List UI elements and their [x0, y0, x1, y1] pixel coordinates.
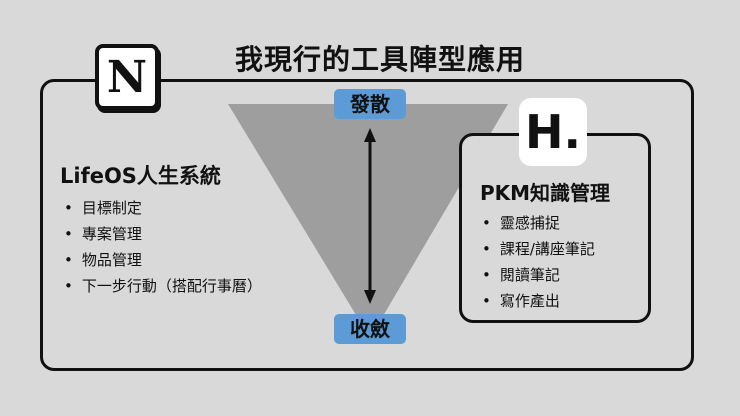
outer-frame [40, 79, 694, 371]
list-item: 目標制定 [64, 195, 262, 221]
list-item: 閱讀筆記 [482, 262, 595, 288]
diverge-badge: 發散 [334, 89, 406, 119]
list-item: 課程/講座筆記 [482, 236, 595, 262]
pkm-list: 靈感捕捉 課程/講座筆記 閱讀筆記 寫作產出 [482, 210, 595, 314]
list-item: 專案管理 [64, 221, 262, 247]
heptabase-logo: H. [519, 98, 587, 166]
notion-logo: N [95, 44, 159, 110]
pkm-title: PKM知識管理 [480, 181, 611, 205]
lifeos-title: LifeOS人生系統 [60, 164, 221, 188]
converge-badge: 收斂 [334, 314, 406, 344]
list-item: 寫作產出 [482, 288, 595, 314]
list-item: 靈感捕捉 [482, 210, 595, 236]
flow-arrow-head-down [364, 290, 376, 304]
list-item: 物品管理 [64, 247, 262, 273]
flow-arrow-head-up [364, 128, 376, 142]
lifeos-list: 目標制定 專案管理 物品管理 下一步行動（搭配行事曆） [64, 195, 262, 299]
funnel-shape [228, 104, 508, 338]
list-item: 下一步行動（搭配行事曆） [64, 273, 262, 299]
diagram-title: 我現行的工具陣型應用 [234, 43, 525, 76]
